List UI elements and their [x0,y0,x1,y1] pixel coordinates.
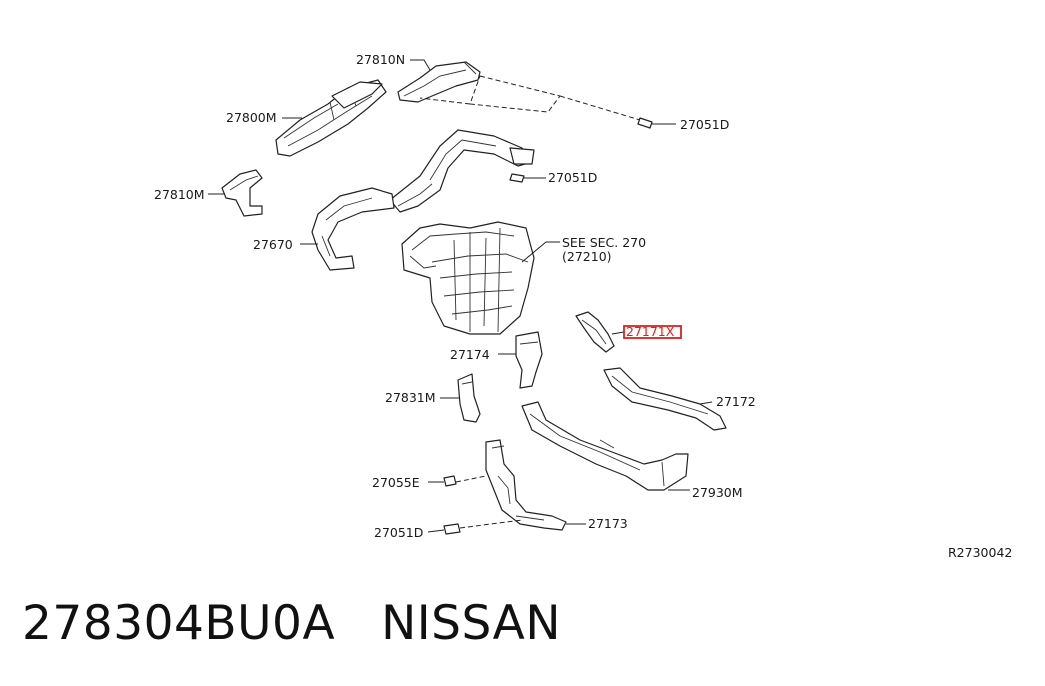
label-27051d-upper: 27051D [680,117,729,132]
heater-unit-27210[interactable] [401,221,535,335]
vent-27800m[interactable] [275,79,387,157]
label-27051d-lower: 27051D [374,525,423,540]
bolt-27051d-lower[interactable] [427,519,523,535]
dashed-zone [469,75,641,121]
duct-27930m[interactable] [521,401,690,491]
highlight-box-27171x [623,325,682,339]
diagram-ref-code: R2730042 [948,545,1012,560]
duct-27810n[interactable] [397,61,481,103]
dashed-arm [419,97,471,105]
label-27810m: 27810M [154,187,205,202]
duct-27172[interactable] [603,367,727,431]
bolt-27051d-middle[interactable] [509,173,546,183]
label-27810n: 27810N [356,52,405,67]
label-see-sec: SEE SEC. 270 [562,235,646,250]
clip-27055e[interactable] [428,475,487,487]
duct-27810m[interactable] [221,169,263,217]
label-27670: 27670 [253,237,293,252]
part-number: 278304BU0A [22,596,336,651]
duct-center-upper[interactable] [389,129,535,213]
label-27174: 27174 [450,347,490,362]
label-27831m: 27831M [385,390,436,405]
label-see-sec-sub: (27210) [562,249,612,264]
label-27173: 27173 [588,516,628,531]
brand-name: NISSAN [381,596,561,651]
duct-27173[interactable] [485,439,586,531]
duct-27171x[interactable] [575,311,625,353]
label-27172: 27172 [716,394,756,409]
duct-27831m[interactable] [440,373,481,423]
bolt-27051d-upper[interactable] [637,117,676,129]
duct-27174[interactable] [498,331,543,389]
label-27171x: 27171X [626,324,675,339]
label-27800m: 27800M [226,110,277,125]
leader-27810n [410,59,431,71]
leader-see-sec [521,241,560,263]
duct-27670[interactable] [311,187,395,271]
caption: 278304BU0A NISSAN [22,596,561,651]
label-27051d-middle: 27051D [548,170,597,185]
label-27055e: 27055E [372,475,420,490]
label-27930m: 27930M [692,485,743,500]
